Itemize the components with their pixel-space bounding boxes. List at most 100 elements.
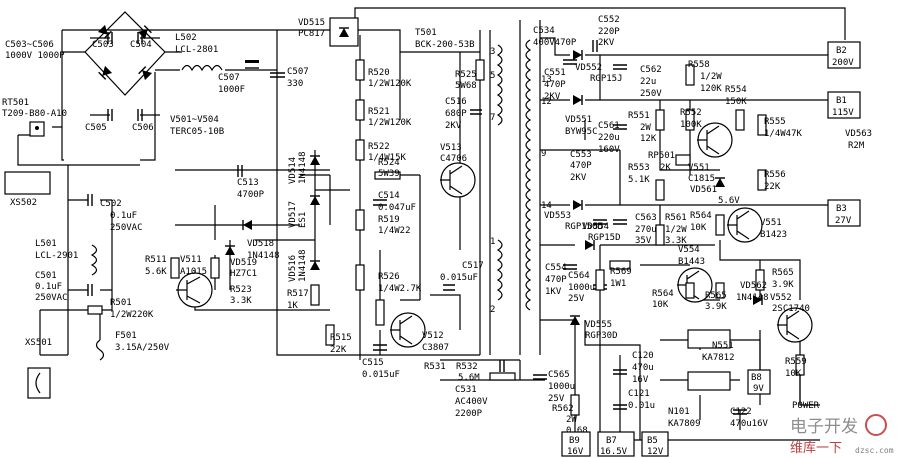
label-r565b: R565 [705,291,727,301]
svg-text:12V: 12V [647,447,664,457]
terminal-b7: B7 16.5V [597,431,635,457]
label-c564-value1: 1000u [568,283,595,293]
label-r565a-value: 3.9K [772,280,794,290]
label-c502: C502 [100,199,122,209]
label-vd519-value: HZ7C1 [230,269,257,279]
label-r553-value: 5.1K [628,175,650,185]
pin-14: 14 [541,201,552,211]
label-vd517: VD517 [288,201,298,228]
svg-text:16.5V: 16.5V [600,447,628,457]
label-vd516-value: 1N4148 [298,249,308,282]
label-c504s: C504 [130,40,152,50]
label-r526: R526 [378,272,400,282]
label-vd515: VD515 [298,18,325,28]
label-c561: C561 [598,121,620,131]
label-c551: C551 [544,68,566,78]
label-c516-value2: 2KV [445,121,462,131]
pin-2: 2 [490,305,495,315]
label-r521: R521 [368,107,390,117]
label-rt501-value: T209-B80-A10 [2,109,67,119]
label-r562-value1: 2W [566,415,577,425]
label-c562-value1: 22u [640,77,656,87]
label-vd554-value: RGP15D [588,233,621,243]
label-vd553: VD553 [544,211,571,221]
label-c501: C501 [35,271,57,281]
label-c565-value1: 1000u [548,382,575,392]
label-r569-value: 1W1 [610,279,626,289]
label-c506s: C506 [132,123,154,133]
label-v511: V511 [180,255,202,265]
label-vd514: VD514 [288,157,298,184]
label-c507b-value: 330 [287,79,303,89]
label-vd552: VD552 [575,63,602,73]
label-c552-value2: 2KV [598,38,615,48]
svg-text:200V: 200V [832,58,854,68]
label-r515: R515 [330,333,352,343]
label-r531: R531 [424,362,446,372]
svg-text:B7: B7 [606,436,617,446]
label-c534: C534 [533,26,555,36]
label-rt501: RT501 [2,98,29,108]
label-r558-value2: 120K [700,84,722,94]
component-labels: C503~C506 1000V 1000P RT501 T209-B80-A10… [2,15,872,436]
label-vd517-value: ES1 [298,212,308,228]
label-r523: R523 [230,285,252,295]
label-t501-value: BCK-200-53B [415,40,475,50]
label-c551-value1: 470P [544,80,566,90]
pin-9: 9 [541,149,546,159]
label-c551-value2: 2KV [544,92,561,102]
label-v501-value: TERC05-10B [170,127,224,137]
label-r515-value: 22K [330,345,347,355]
label-n101: N101 [668,407,690,417]
label-c517-value: 0.015uF [440,273,478,283]
label-r554: R554 [725,85,747,95]
label-r561-value1: 1/2W [665,225,687,235]
label-r554-value: 150K [725,97,747,107]
components [4,17,841,416]
label-r552: R552 [680,108,702,118]
svg-text:维库一下: 维库一下 [790,440,842,456]
label-r564b-value: 10K [652,300,669,310]
label-v554-value: B1443 [678,257,705,267]
svg-text:9V: 9V [753,384,764,394]
terminal-b1: B1 115V [827,91,861,119]
pin-7: 7 [490,113,495,123]
label-r519: R519 [378,215,400,225]
label-n101-value: KA7809 [668,419,701,429]
label-v501: V501~V504 [170,115,219,125]
svg-text:B1: B1 [836,96,847,106]
label-r561-value2: 3.3K [665,236,687,246]
label-c502-value2: 250VAC [110,223,143,233]
label-c120: C120 [632,351,654,361]
label-vd514-value: 1N4148 [298,151,308,184]
terminal-b9: B9 16V [561,431,591,457]
label-c514-value: 0.047uF [378,203,416,213]
label-c562: C562 [640,65,662,75]
label-c561-value2: 160V [598,145,620,155]
label-c552: C552 [598,15,620,25]
label-c531-value2: 2200P [455,409,483,419]
svg-text:B3: B3 [836,204,847,214]
label-n551: N551 [712,341,734,351]
label-l502: L502 [175,33,197,43]
label-c565: C565 [548,370,570,380]
label-vd518-value: 1N4148 [247,251,280,261]
label-c501-value1: 0.1uF [35,282,62,292]
svg-text:dzsc.com: dzsc.com [855,446,894,455]
label-rp501-value: 2K [660,163,671,173]
label-r524: R524 [378,158,400,168]
label-c563-value2: 35V [635,236,652,246]
label-r558: R558 [688,60,710,70]
label-c503-value: 1000V 1000P [5,51,65,61]
label-r520-value: 1/2W120K [368,79,412,89]
label-xs501: XS501 [25,338,52,348]
terminal-b8: B8 9V [747,369,771,395]
label-c122: C122 [730,407,752,417]
pin-1: 1 [490,237,495,247]
label-c507a: C507 [218,73,240,83]
label-vd563-value: R2M [848,141,865,151]
pin-12: 12 [541,97,552,107]
svg-text:16V: 16V [567,447,584,457]
